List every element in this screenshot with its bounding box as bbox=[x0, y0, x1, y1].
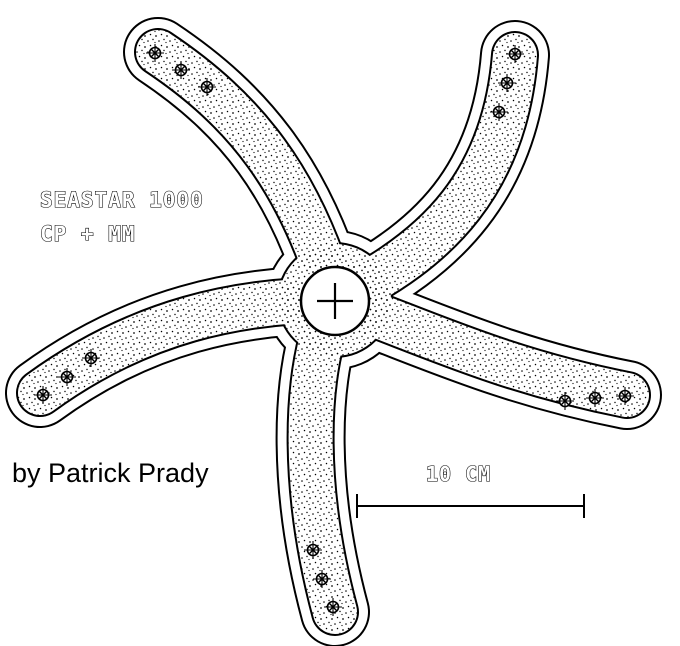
author-credit: by Patrick Prady bbox=[12, 458, 209, 488]
model-name-label: SEASTAR 1000 bbox=[40, 188, 204, 212]
model-initials-label: CP + MM bbox=[40, 222, 136, 246]
scale-bar-label: 10 CM bbox=[426, 462, 491, 486]
scale-bar bbox=[356, 494, 585, 518]
central-disc bbox=[299, 265, 371, 337]
